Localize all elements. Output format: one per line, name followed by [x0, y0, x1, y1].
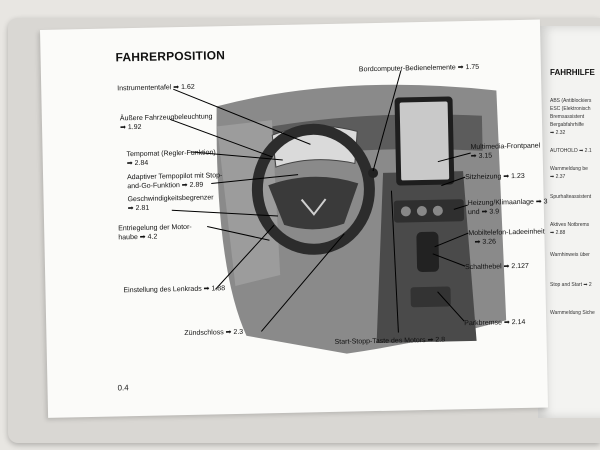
- callout-tempomat: Tempomat (Regler-Funktion): [126, 149, 216, 159]
- leader-line: [171, 209, 278, 217]
- right-page-line: Aktives Notbrems: [550, 222, 590, 228]
- callout-tempopilot-ref: and-Go-Funktion ➡ 2.89: [127, 181, 204, 191]
- right-page-line: Bremsassistent: [550, 114, 585, 120]
- page-number: 0.4: [117, 383, 129, 393]
- leader-line: [260, 233, 345, 332]
- leader-line: [169, 118, 273, 158]
- start-stop-button-icon: [368, 168, 379, 179]
- climate-panel-shape: [393, 199, 465, 223]
- callout-mobiltelefon: Mobiltelefon-Ladeeinheit: [468, 228, 545, 238]
- leader-line: [453, 204, 468, 210]
- right-page-line: Bergabfahrhilfe: [550, 122, 584, 128]
- storage-tray-shape: [410, 286, 451, 308]
- right-page-line: Stop and Start ➡ 2: [550, 282, 592, 288]
- callout-schalthebel: Schalthebel ➡ 2.127: [464, 262, 529, 272]
- callout-multimedia-ref: ➡ 3.15: [470, 152, 493, 161]
- callout-mobiltelefon-ref: ➡ 3.26: [474, 238, 497, 246]
- leader-line: [441, 176, 466, 187]
- right-page-line: Warnmeldung be: [550, 166, 588, 172]
- right-page-line: ➡ 2.37: [550, 174, 566, 180]
- leader-line: [437, 152, 471, 163]
- left-page: FAHRERPOSITION Instrumententafel ➡ 1.62 …: [40, 19, 549, 418]
- right-page: FAHRHILFE ABS (Antiblockiers ESC (Elektr…: [538, 26, 600, 418]
- callout-instrumententafel: Instrumententafel ➡ 1.62: [117, 83, 195, 93]
- dashboard-illustration: [169, 70, 507, 354]
- callout-begrenzer-ref: ➡ 2.81: [127, 204, 150, 213]
- right-page-line: Spurhalteassistent: [550, 194, 592, 200]
- leader-line: [437, 291, 465, 322]
- brand-logo-icon: [300, 198, 327, 216]
- leader-line: [211, 174, 299, 184]
- callout-sitzheizung: Sitzheizung ➡ 1.23: [465, 172, 525, 182]
- page-title: FAHRERPOSITION: [115, 48, 226, 65]
- callout-klima: Heizung/Klimaanlage ➡ 3: [467, 198, 548, 208]
- callout-zuendschloss: Zündschloss ➡ 2.3: [184, 328, 244, 338]
- climate-knob-icon: [416, 206, 427, 217]
- leader-line: [372, 70, 402, 172]
- right-page-line: Warnmeldung Siche: [550, 310, 595, 316]
- right-page-line: Warnhinweis über: [550, 252, 590, 258]
- leader-line: [215, 224, 275, 290]
- multimedia-screen-display: [399, 101, 450, 181]
- callout-begrenzer: Geschwindigkeitsbegrenzer: [127, 194, 214, 204]
- climate-knob-icon: [432, 205, 443, 216]
- right-page-line: ➡ 2.88: [550, 230, 566, 236]
- leader-line: [173, 88, 311, 145]
- callout-fahrzeugbeleuchtung-ref: ➡ 1.92: [119, 123, 142, 132]
- right-page-line: AUTOHOLD ➡ 2.1: [550, 148, 592, 154]
- callout-motorhaube-ref: haube ➡ 4.2: [118, 233, 158, 242]
- right-page-heading: FAHRHILFE: [550, 68, 595, 77]
- right-page-line: ➡ 2.32: [550, 130, 566, 136]
- leader-line: [390, 190, 399, 333]
- leader-line: [432, 253, 466, 267]
- leader-line: [190, 151, 283, 161]
- steering-wheel-rim: [251, 123, 375, 255]
- right-page-line: ABS (Antiblockiers: [550, 98, 592, 104]
- leader-line: [207, 226, 270, 241]
- leader-line: [434, 232, 469, 248]
- steering-wheel-hub: [268, 176, 359, 230]
- callout-parkbremse: Parkbremse ➡ 2.14: [464, 318, 526, 328]
- climate-knob-icon: [400, 206, 411, 217]
- right-page-line: ESC (Elektronisch: [550, 106, 591, 112]
- callout-tempomat-ref: ➡ 2.84: [126, 159, 149, 168]
- callout-multimedia: Multimedia-Frontpanel: [470, 142, 541, 152]
- gear-lever-shape: [416, 231, 440, 273]
- callout-klima-ref: und ➡ 3.9: [467, 208, 500, 217]
